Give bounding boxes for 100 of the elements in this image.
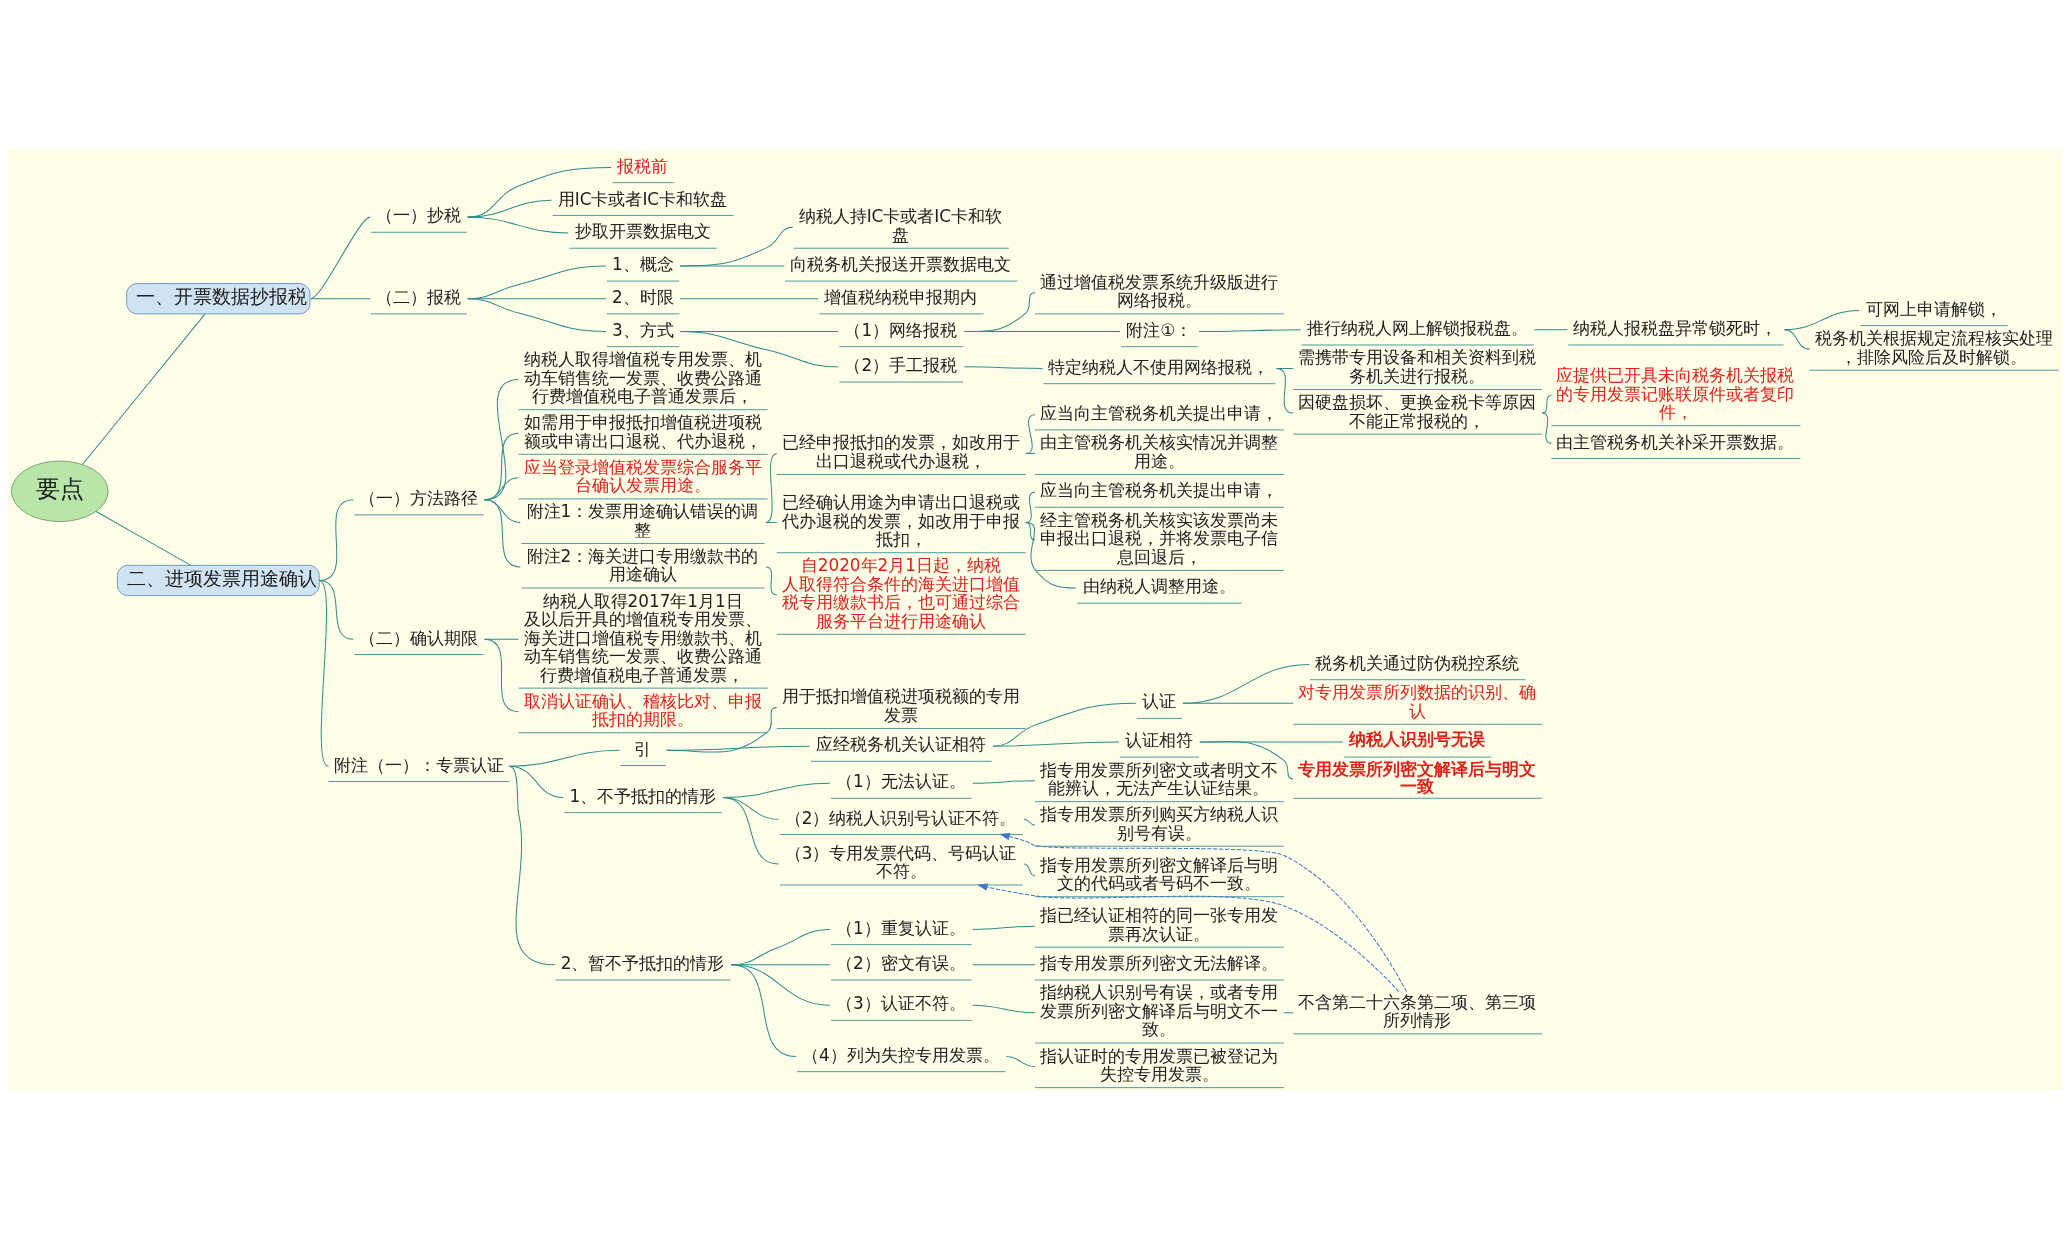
node-text: 需携带专用设备和相关资料到税务机关进行报税。	[1298, 346, 1537, 386]
node-text: 纳税人取得2017年1月1日及以后开具的增值税专用发票、海关进口增值税专用缴款书、机动车销售统一发票、收费公路通行费增值税电子普通发票，	[523, 590, 762, 685]
arrow	[999, 832, 1407, 992]
connector	[972, 925, 1036, 930]
node-text: 用于抵扣增值税进项税额的专用发票	[781, 685, 1020, 725]
connector	[972, 1004, 1036, 1013]
connector	[1025, 413, 1036, 454]
connector	[467, 297, 607, 332]
connector	[1182, 702, 1294, 704]
node-text: 已经确认用途为申请出口退税或代办退税的发票，如改用于申报抵扣，	[781, 491, 1020, 549]
connector	[679, 264, 785, 266]
connector	[679, 297, 819, 299]
connector	[1182, 663, 1310, 704]
node-box: 一、开票数据抄报税	[126, 282, 311, 314]
connector	[679, 330, 839, 367]
node-text: （1）无法认证。	[836, 770, 966, 791]
node-text: 1、不予抵扣的情形	[569, 785, 717, 806]
node-text: 专用发票所列密文解译后与明文一致	[1298, 758, 1537, 796]
node-text: 指已经认证相符的同一张专用发票再次认证。	[1040, 904, 1279, 944]
node-text: （3）专用发票代码、号码认证不符。	[784, 842, 1017, 881]
node-text: 指专用发票所列密文无法解译。	[1040, 952, 1279, 973]
node-text: 由主管税务机关补采开票数据。	[1556, 431, 1795, 452]
arrow	[977, 882, 1400, 992]
node-text: 增值税纳税申报期内	[824, 286, 978, 307]
connector	[484, 638, 520, 712]
connector	[972, 963, 1036, 965]
connector	[666, 745, 811, 751]
node-text: （1）网络报税	[844, 319, 958, 340]
node-text: 应当向主管税务机关提出申请，	[1040, 402, 1279, 423]
node-text: 推行纳税人网上解锁报税盘。	[1306, 317, 1528, 338]
node-text: 通过增值税发票系统升级版进行网络报税。	[1040, 271, 1279, 310]
node-text: 取消认证确认、稽核比对、申报抵扣的期限。	[523, 690, 762, 729]
connector	[310, 216, 371, 299]
connector	[992, 702, 1137, 747]
node-text: 用IC卡或者IC卡和软盘	[557, 188, 728, 209]
node-text: 1、概念	[611, 253, 674, 274]
node-text: 指专用发票所列密文或者明文不能辨认，无法产生认证结果。	[1040, 759, 1279, 798]
connector	[1283, 1011, 1294, 1013]
node-text: 指专用发票所列购买方纳税人识别号有误。	[1040, 803, 1279, 843]
node-text: 附注1：发票用途确认错误的调整	[526, 500, 759, 540]
node-text: 如需用于申报抵扣增值税进项税额或申请出口退税、代办退税，	[523, 411, 762, 451]
connector	[1199, 740, 1294, 779]
node-text: （3）认证不符。	[836, 992, 966, 1013]
node-text: 已经申报抵扣的发票，如改用于出口退税或代办退税，	[781, 431, 1020, 471]
node-text: （1）重复认证。	[836, 917, 966, 938]
node-text: （二）确认期限	[359, 627, 479, 648]
node-text: 不含第二十六条第二项、第三项所列情形	[1298, 991, 1537, 1030]
node-text: 向税务机关报送开票数据电文	[790, 253, 1012, 274]
connector	[484, 498, 521, 567]
node-text: 因硬盘损坏、更换金税卡等原因不能正常报税的，	[1298, 391, 1537, 431]
connector	[1534, 328, 1568, 330]
connector	[963, 365, 1044, 369]
node-text: 纳税人识别号无误	[1349, 728, 1486, 749]
connector	[1198, 328, 1302, 332]
node-text: 纳税人持IC卡或者IC卡和软盘	[798, 205, 1003, 245]
node-text: 纳税人报税盘异常锁死时，	[1573, 317, 1778, 338]
node-text: 税务机关根据规定流程核实处理，排除风险后及时解锁。	[1814, 327, 2053, 367]
connector	[467, 216, 569, 234]
node-text: （二）报税	[376, 286, 462, 307]
node-text: （2）纳税人识别号认证不符。	[784, 807, 1017, 828]
connector	[1023, 818, 1036, 826]
node-text: 应当向主管税务机关提出申请，	[1040, 479, 1279, 500]
node-text: 特定纳税人不使用网络报税，	[1048, 356, 1270, 377]
node-text: 3、方式	[611, 319, 674, 340]
node-text: 应当登录增值税发票综合服务平台确认发票用途。	[523, 456, 762, 495]
connector	[467, 199, 552, 218]
connector	[318, 579, 329, 767]
connector	[1025, 521, 1036, 541]
connector	[992, 740, 1120, 747]
connector	[508, 765, 556, 965]
node-text: 经主管税务机关核实该发票尚未申报出口退税，并将发票电子信息回退后，	[1040, 509, 1279, 567]
node-text: 2、暂不予抵扣的情形	[560, 952, 725, 973]
connector	[972, 779, 1036, 784]
connector	[467, 166, 612, 218]
connector	[963, 330, 1121, 332]
node-text: 附注（一）：专票认证	[333, 754, 504, 775]
connector	[1025, 521, 1077, 589]
connector	[318, 579, 354, 640]
node-text: 认证相符	[1124, 729, 1193, 750]
connector	[1541, 412, 1552, 444]
node-text: （一）抄税	[376, 204, 462, 225]
node-text: （2）手工报税	[844, 354, 958, 375]
node-text: 2、时限	[611, 286, 674, 307]
node-text: 引	[634, 738, 652, 759]
node-text: 纳税人取得增值税专用发票、机动车销售统一发票、收费公路通行费增值税电子普通发票后，	[523, 348, 762, 406]
node-text: （一）方法路径	[359, 487, 479, 508]
connector	[765, 452, 778, 523]
connector	[95, 510, 192, 566]
node-text: （4）列为失控专用发票。	[802, 1044, 1000, 1065]
node-text: （2）密文有误。	[836, 952, 966, 973]
connector	[765, 521, 778, 523]
node-text: 抄取开票数据电文	[574, 220, 711, 241]
node-text: 由纳税人调整用途。	[1082, 575, 1236, 596]
node-text: 自2020年2月1日起，纳税人取得符合条件的海关进口增值税专用缴款书后，也可通过综合服务平台进行用途确认	[781, 554, 1020, 631]
node-text: 可网上申请解锁，	[1865, 298, 2002, 319]
node-text: 应提供已开具未向税务机关报税的专用发票记账联原件或者复印件，	[1556, 364, 1795, 422]
connector	[722, 796, 779, 864]
node-text: 指认证时的专用发票已被登记为失控专用发票。	[1040, 1045, 1279, 1084]
connector	[730, 963, 797, 1057]
node-text: 附注2：海关进口专用缴款书的用途确认	[526, 545, 759, 584]
